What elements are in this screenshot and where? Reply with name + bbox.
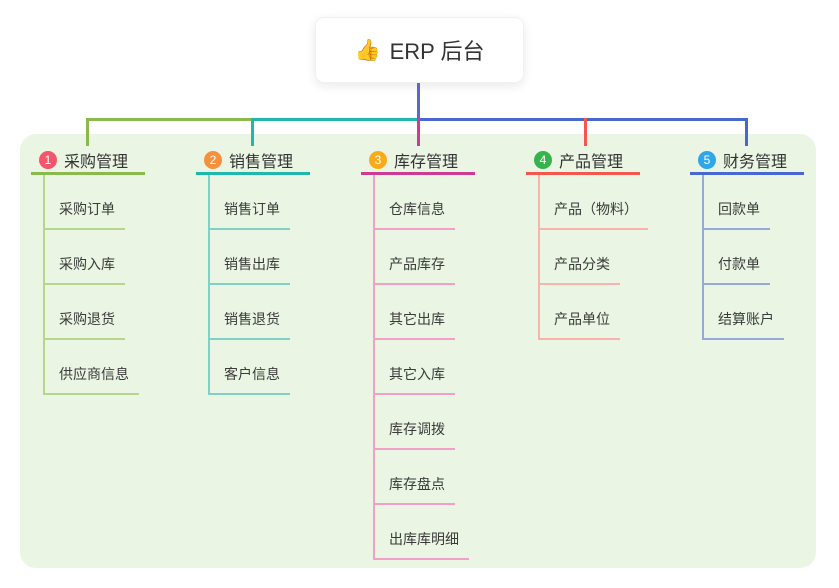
branch-title[interactable]: 3 库存管理	[361, 148, 475, 175]
child-node[interactable]: 其它入库	[375, 340, 455, 395]
connector-horizontal	[86, 118, 253, 121]
child-node-label: 付款单	[718, 256, 760, 272]
child-node[interactable]: 仓库信息	[375, 175, 455, 230]
branch-title-label: 销售管理	[229, 154, 294, 171]
connector-horizontal	[251, 118, 419, 121]
branch-title-label: 采购管理	[64, 154, 129, 171]
thumbs-up-icon: 👍	[354, 38, 381, 62]
branch-number-badge: 1	[39, 151, 57, 169]
branch-title-label: 财务管理	[723, 154, 788, 171]
branch-number-badge: 3	[369, 151, 387, 169]
child-node-label: 采购订单	[59, 201, 115, 217]
child-node[interactable]: 销售订单	[210, 175, 290, 230]
branch: 5 财务管理 回款单 付款单 结算账户	[690, 148, 804, 340]
branch-number-badge: 2	[204, 151, 222, 169]
branches-panel	[20, 134, 816, 568]
branch-children: 销售订单 销售出库 销售退货 客户信息	[208, 175, 310, 395]
child-node[interactable]: 客户信息	[210, 340, 290, 395]
child-node[interactable]: 库存盘点	[375, 450, 455, 505]
branch-connector-drop	[86, 118, 89, 146]
branch-connector-drop	[417, 118, 420, 146]
child-node-label: 产品库存	[389, 256, 445, 272]
branch-title-label: 产品管理	[559, 154, 624, 171]
branch-children: 产品（物料） 产品分类 产品单位	[538, 175, 648, 340]
branch-connector-drop	[251, 118, 254, 146]
branch-title[interactable]: 5 财务管理	[690, 148, 804, 175]
child-node[interactable]: 结算账户	[704, 285, 784, 340]
root-connector-drop	[417, 83, 420, 121]
child-node-label: 仓库信息	[389, 201, 445, 217]
child-node-label: 供应商信息	[59, 366, 129, 382]
child-node-label: 结算账户	[718, 311, 774, 327]
child-node[interactable]: 其它出库	[375, 285, 455, 340]
branch-number-badge: 5	[698, 151, 716, 169]
child-node[interactable]: 出库库明细	[375, 505, 469, 560]
child-node[interactable]: 销售出库	[210, 230, 290, 285]
branch-number-badge: 4	[534, 151, 552, 169]
child-node[interactable]: 付款单	[704, 230, 770, 285]
child-node-label: 其它出库	[389, 311, 445, 327]
child-node-label: 其它入库	[389, 366, 445, 382]
connector-horizontal	[417, 118, 748, 121]
child-node[interactable]: 采购入库	[45, 230, 125, 285]
branch-title[interactable]: 4 产品管理	[526, 148, 640, 175]
branch-connector-drop	[584, 118, 587, 146]
branch-children: 采购订单 采购入库 采购退货 供应商信息	[43, 175, 145, 395]
child-node[interactable]: 库存调拨	[375, 395, 455, 450]
child-node-label: 回款单	[718, 201, 760, 217]
child-node[interactable]: 产品（物料）	[540, 175, 648, 230]
child-node-label: 出库库明细	[389, 531, 459, 547]
child-node[interactable]: 采购订单	[45, 175, 125, 230]
branch-connector-drop	[745, 118, 748, 146]
branch: 1 采购管理 采购订单 采购入库 采购退货 供应商信息	[31, 148, 145, 395]
child-node-label: 采购退货	[59, 311, 115, 327]
root-node-label: ERP 后台	[389, 39, 485, 64]
child-node-label: 产品单位	[554, 311, 610, 327]
child-node[interactable]: 采购退货	[45, 285, 125, 340]
branch-children: 回款单 付款单 结算账户	[702, 175, 804, 340]
child-node-label: 产品（物料）	[554, 201, 638, 217]
child-node[interactable]: 供应商信息	[45, 340, 139, 395]
child-node-label: 销售退货	[224, 311, 280, 327]
branch: 4 产品管理 产品（物料） 产品分类 产品单位	[526, 148, 648, 340]
child-node-label: 销售出库	[224, 256, 280, 272]
child-node[interactable]: 产品单位	[540, 285, 620, 340]
child-node-label: 库存调拨	[389, 421, 445, 437]
branch: 3 库存管理 仓库信息 产品库存 其它出库 其它入库 库存调拨 库存盘点 出库库…	[361, 148, 475, 560]
child-node-label: 采购入库	[59, 256, 115, 272]
child-node[interactable]: 回款单	[704, 175, 770, 230]
branch-title[interactable]: 1 采购管理	[31, 148, 145, 175]
child-node-label: 客户信息	[224, 366, 280, 382]
branch-title[interactable]: 2 销售管理	[196, 148, 310, 175]
branch-title-label: 库存管理	[394, 154, 459, 171]
child-node[interactable]: 产品分类	[540, 230, 620, 285]
child-node[interactable]: 产品库存	[375, 230, 455, 285]
child-node-label: 库存盘点	[389, 476, 445, 492]
child-node[interactable]: 销售退货	[210, 285, 290, 340]
child-node-label: 产品分类	[554, 256, 610, 272]
branch: 2 销售管理 销售订单 销售出库 销售退货 客户信息	[196, 148, 310, 395]
root-node[interactable]: 👍 ERP 后台	[315, 17, 524, 83]
branch-children: 仓库信息 产品库存 其它出库 其它入库 库存调拨 库存盘点 出库库明细	[373, 175, 475, 560]
child-node-label: 销售订单	[224, 201, 280, 217]
